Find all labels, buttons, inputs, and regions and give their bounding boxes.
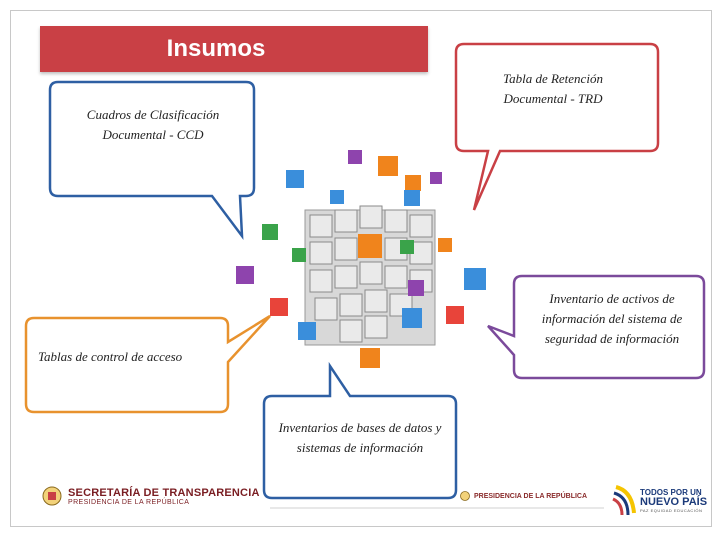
todos-line3: PAZ EQUIDAD EDUCACIÓN [640,507,703,513]
bubble-bases-label: Inventarios de bases de datos y sistemas… [278,420,442,455]
blue-cube [286,170,304,188]
todos-line1: TODOS POR UN [640,487,702,497]
cube-cluster-graphic [236,150,486,368]
bubble-activos-label: Inventario de activos de información del… [541,291,683,346]
purple-cube [236,266,254,284]
orange-cube [358,234,382,258]
coat-of-arms-icon [42,486,62,506]
green-cube [292,248,306,262]
orange-cube [405,175,421,191]
purple-cube [348,150,362,164]
todos-por-un-nuevo-pais-logo: TODOS POR UN NUEVO PAÍS PAZ EQUIDAD EDUC… [612,483,707,517]
blue-cube [298,322,316,340]
slide-frame [10,10,712,527]
red-cube [446,306,464,324]
bubble-acceso [24,314,271,414]
presidencia-logo: PRESIDENCIA DE LA REPÚBLICA [460,491,587,501]
bubble-trd-label: Tabla de Retención Documental - TRD [503,71,603,106]
red-cube [270,298,288,316]
orange-cube [378,156,398,176]
presidencia-text: PRESIDENCIA DE LA REPÚBLICA [474,492,588,500]
bubble-activos [487,274,706,380]
green-cube [400,240,414,254]
bubble-ccd [48,80,256,241]
orange-cube [438,238,452,252]
blue-cube [404,190,420,206]
bubble-ccd-label: Cuadros de Clasificación Documental - CC… [86,107,220,142]
bubble-trd [454,42,660,211]
secretaria-line1: SECRETARÍA DE TRANSPARENCIA [68,486,260,499]
todos-line2: NUEVO PAÍS [640,495,708,508]
secretaria-line2: PRESIDENCIA DE LA REPÚBLICA [68,498,190,506]
bubble-acceso-label: Tablas de control de acceso [38,349,183,364]
secretaria-transparencia-logo: SECRETARÍA DE TRANSPARENCIA PRESIDENCIA … [42,486,260,506]
blue-cube [330,190,344,204]
presidencia-seal-icon [460,491,470,501]
blue-cube [464,268,486,290]
green-cube [262,224,278,240]
purple-cube [408,280,424,296]
bubble-bases [262,361,458,500]
title-banner: Insumos [40,26,428,72]
purple-cube [430,172,442,184]
slide-title: Insumos [166,35,266,62]
orange-cube [360,348,380,368]
blue-cube [402,308,422,328]
colombia-flag-swoosh-icon [612,485,636,516]
